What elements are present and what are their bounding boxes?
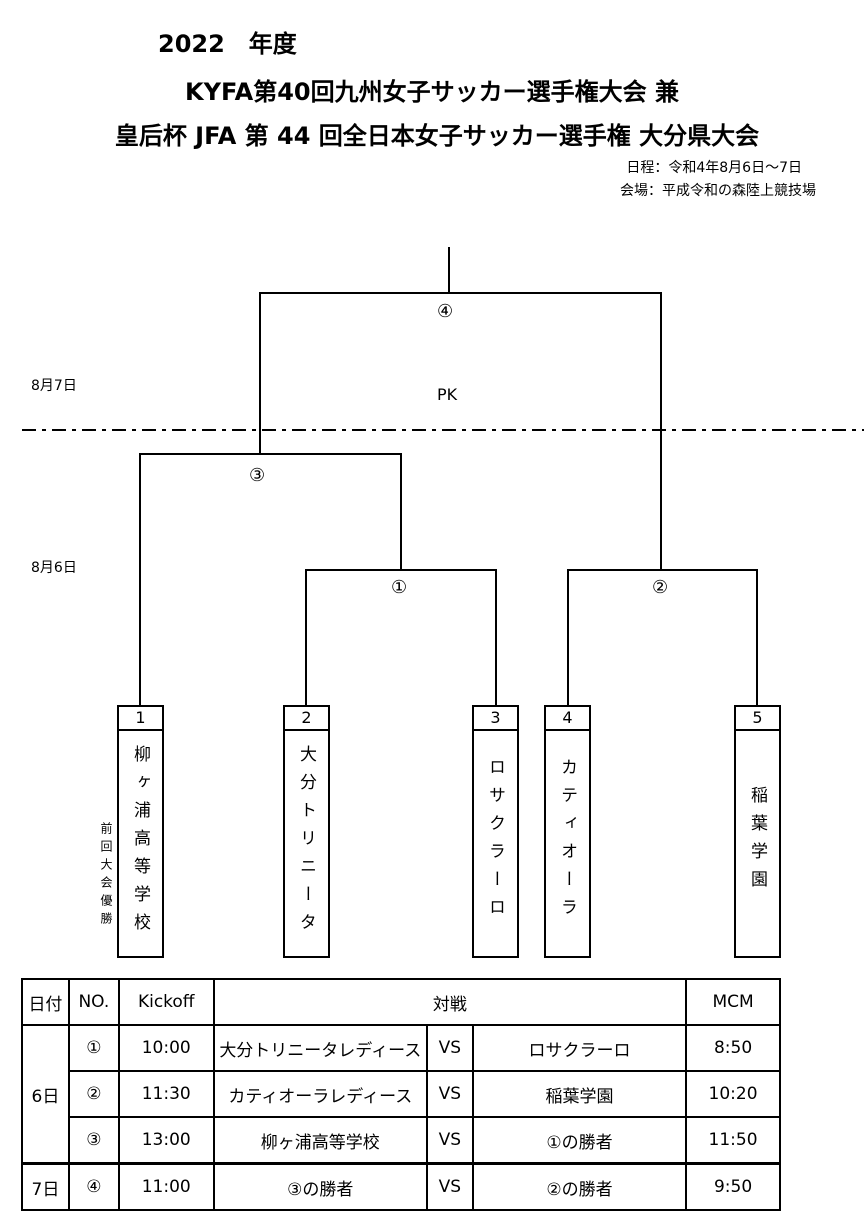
team-number: 2 xyxy=(285,707,328,731)
table-row: 6日 ① 10:00 大分トリニータレディース VS ロサクラーロ 8:50 xyxy=(21,1024,781,1165)
match-no-cell: ④ xyxy=(67,1162,120,1211)
team-number: 5 xyxy=(736,707,779,731)
tournament-bracket xyxy=(22,247,864,706)
vs-cell: VS xyxy=(425,1116,474,1165)
team-name: 稲葉学園 xyxy=(747,785,767,898)
mcm-cell: 8:50 xyxy=(685,1024,781,1072)
venue-name: 会場：平成令和の森陸上競技場 xyxy=(620,183,816,199)
table-row: ② 11:30 カティオーラレディース VS 稲葉学園 10:20 xyxy=(22,1070,781,1118)
match-label-2: ② xyxy=(652,577,669,598)
table-row: 7日 ④ 11:00 ③の勝者 VS ②の勝者 9:50 xyxy=(21,1162,781,1211)
team-number: 3 xyxy=(474,707,517,731)
match-no-cell: ③ xyxy=(67,1116,120,1165)
vs-cell: VS xyxy=(425,1024,474,1072)
match-label-3: ③ xyxy=(249,465,266,486)
match-label-1: ① xyxy=(391,577,408,598)
header-mcm: MCM xyxy=(685,978,781,1026)
team-name: 柳ヶ浦高等学校 xyxy=(130,744,150,941)
vs-cell: VS xyxy=(425,1070,474,1118)
tournament-title: KYFA第40回九州女子サッカー選手権大会 兼 xyxy=(185,78,679,106)
team-number: 1 xyxy=(119,707,162,731)
away-team-cell: ①の勝者 xyxy=(471,1116,688,1165)
table-header-row: 日付 NO. Kickoff 対戦 MCM xyxy=(21,978,781,1026)
kickoff-cell: 13:00 xyxy=(117,1116,215,1165)
header-no: NO. xyxy=(67,978,120,1026)
tournament-subtitle: 皇后杯 JFA 第 44 回全日本女子サッカー選手権 大分県大会 xyxy=(114,122,760,150)
date-cell: 7日 xyxy=(21,1162,70,1211)
home-team-cell: 柳ヶ浦高等学校 xyxy=(212,1116,428,1165)
bracket-semifinal-connector xyxy=(139,453,402,706)
home-team-cell: カティオーラレディース xyxy=(212,1070,428,1118)
header-kickoff: Kickoff xyxy=(117,978,215,1026)
away-team-cell: 稲葉学園 xyxy=(471,1070,688,1118)
bracket-match1-connector xyxy=(305,569,497,706)
team-box-3: 3 ロサクラーロ xyxy=(472,705,519,958)
kickoff-cell: 11:30 xyxy=(117,1070,215,1118)
day-label-aug7: 8月7日 xyxy=(31,378,77,394)
kickoff-cell: 11:00 xyxy=(117,1162,215,1211)
vs-cell: VS xyxy=(425,1162,474,1211)
date-cell: 6日 xyxy=(21,1024,70,1165)
match-schedule-table: 日付 NO. Kickoff 対戦 MCM 6日 ① 10:00 大分トリニータ… xyxy=(21,978,781,1211)
mcm-cell: 9:50 xyxy=(685,1162,781,1211)
team-box-2: 2 大分トリニータ xyxy=(283,705,330,958)
match-no-cell: ① xyxy=(67,1024,120,1072)
team-box-5: 5 稲葉学園 xyxy=(734,705,781,958)
header-match: 対戦 xyxy=(212,978,688,1026)
match-label-4: ④ xyxy=(437,301,454,322)
mcm-cell: 11:50 xyxy=(685,1116,781,1165)
day-label-aug6: 8月6日 xyxy=(31,560,77,576)
match-no-cell: ② xyxy=(67,1070,120,1118)
away-team-cell: ②の勝者 xyxy=(471,1162,688,1211)
schedule-dates: 日程：令和4年8月6日～7日 xyxy=(626,160,802,176)
team-box-1: 1 柳ヶ浦高等学校 xyxy=(117,705,164,958)
bracket-final-connector xyxy=(259,292,662,570)
away-team-cell: ロサクラーロ xyxy=(471,1024,688,1072)
team-box-4: 4 カティオーラ xyxy=(544,705,591,958)
bracket-match2-connector xyxy=(567,569,758,706)
pk-note: PK xyxy=(437,385,458,404)
table-row: ③ 13:00 柳ヶ浦高等学校 VS ①の勝者 11:50 xyxy=(22,1116,781,1165)
mcm-cell: 10:20 xyxy=(685,1070,781,1118)
year-heading: 2022 年度 xyxy=(158,30,297,58)
kickoff-cell: 10:00 xyxy=(117,1024,215,1072)
team-name: カティオーラ xyxy=(557,757,577,926)
team-number: 4 xyxy=(546,707,589,731)
header-date: 日付 xyxy=(21,978,70,1026)
team-name: ロサクラーロ xyxy=(485,757,505,926)
home-team-cell: ③の勝者 xyxy=(212,1162,428,1211)
team-name: 大分トリニータ xyxy=(296,744,316,941)
previous-winner-note: 前回大会優勝 xyxy=(99,822,113,930)
home-team-cell: 大分トリニータレディース xyxy=(212,1024,428,1072)
